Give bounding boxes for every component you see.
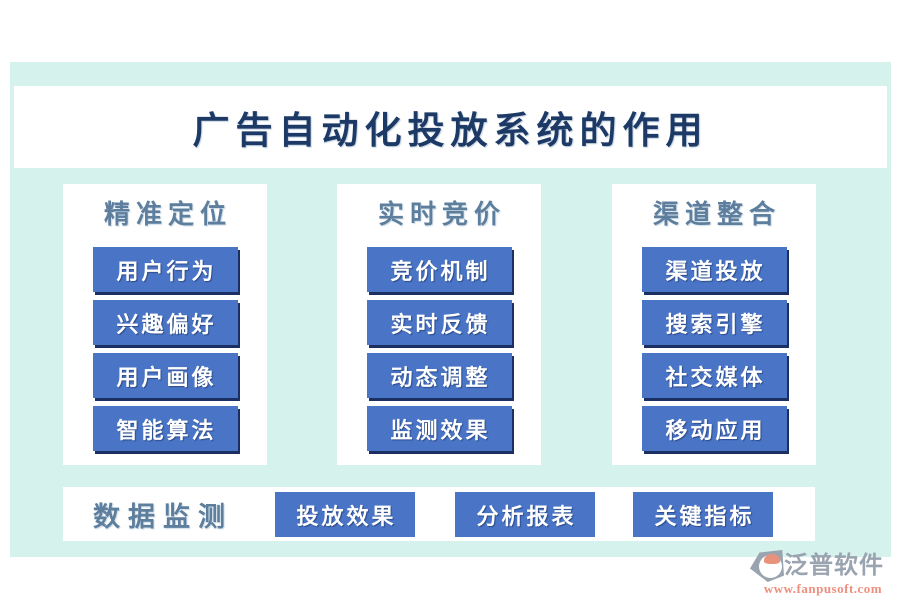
brand-url: www.fanpusoft.com bbox=[763, 581, 883, 596]
data-monitoring-bar: 数据监测 投放效果 分析报表 关键指标 bbox=[63, 487, 815, 541]
column-card-precise-targeting: 精准定位 用户行为 兴趣偏好 用户画像 智能算法 bbox=[63, 184, 267, 465]
column-header: 渠道整合 bbox=[652, 200, 781, 229]
item-button: 投放效果 bbox=[275, 492, 415, 537]
fanpu-logo-icon bbox=[750, 549, 784, 583]
column-card-channel-integration: 渠道整合 渠道投放 搜索引擎 社交媒体 移动应用 bbox=[612, 184, 816, 465]
logo-leaf-shape bbox=[764, 554, 780, 564]
column-header: 实时竞价 bbox=[377, 200, 506, 229]
item-button: 社交媒体 bbox=[641, 353, 787, 398]
item-button: 移动应用 bbox=[641, 406, 787, 451]
column-item-list: 竞价机制 实时反馈 动态调整 监测效果 bbox=[337, 247, 541, 451]
brand-name: 泛普软件 bbox=[784, 553, 884, 579]
item-button: 实时反馈 bbox=[366, 300, 512, 345]
item-button: 搜索引擎 bbox=[641, 300, 787, 345]
page-title: 广告自动化投放系统的作用 bbox=[192, 111, 709, 152]
title-bar: 广告自动化投放系统的作用 bbox=[14, 86, 887, 168]
brand-watermark: 泛普软件 www.fanpusoft.com bbox=[750, 549, 896, 597]
item-button: 关键指标 bbox=[633, 492, 773, 537]
item-button: 竞价机制 bbox=[366, 247, 512, 292]
bottom-bar-header: 数据监测 bbox=[93, 501, 233, 532]
item-button: 监测效果 bbox=[366, 406, 512, 451]
item-button: 智能算法 bbox=[92, 406, 238, 451]
column-header: 精准定位 bbox=[103, 200, 232, 229]
column-item-list: 渠道投放 搜索引擎 社交媒体 移动应用 bbox=[612, 247, 816, 451]
item-button: 分析报表 bbox=[455, 492, 595, 537]
item-button: 渠道投放 bbox=[641, 247, 787, 292]
item-button: 动态调整 bbox=[366, 353, 512, 398]
item-button: 兴趣偏好 bbox=[92, 300, 238, 345]
item-button: 用户行为 bbox=[92, 247, 238, 292]
column-card-realtime-bidding: 实时竞价 竞价机制 实时反馈 动态调整 监测效果 bbox=[337, 184, 541, 465]
column-item-list: 用户行为 兴趣偏好 用户画像 智能算法 bbox=[63, 247, 267, 451]
item-button: 用户画像 bbox=[92, 353, 238, 398]
